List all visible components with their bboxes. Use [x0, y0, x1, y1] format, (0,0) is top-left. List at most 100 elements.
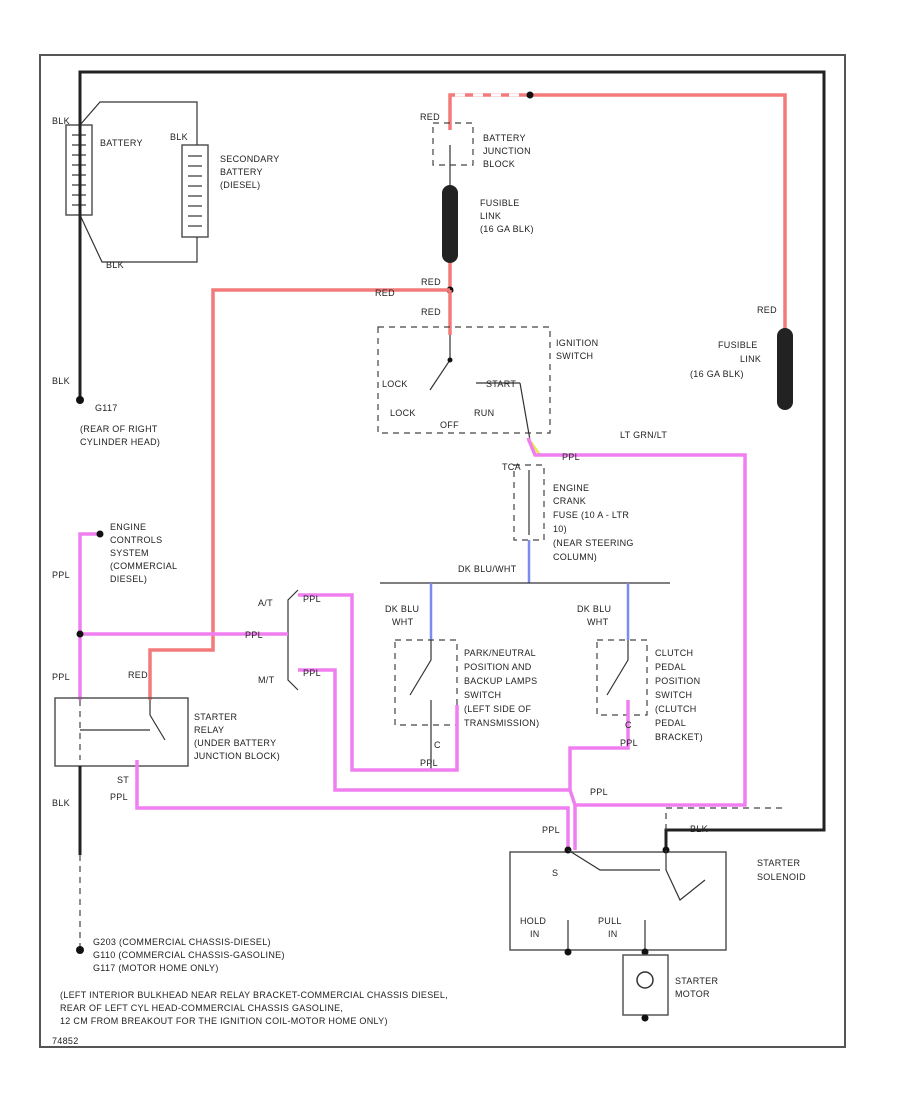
solenoid-internal-wire	[567, 849, 660, 871]
clutch-out-ppl	[568, 700, 630, 806]
starter-motor-box	[622, 954, 669, 1016]
label-fuse-1: ENGINE	[553, 483, 589, 493]
label-g117: G117	[95, 403, 118, 413]
engine-control-node	[96, 530, 104, 538]
label-fuse-5: (NEAR STEERING	[553, 538, 634, 548]
label-hold-in-2: IN	[530, 929, 540, 939]
starter-relay-box	[54, 697, 189, 767]
label-g117-loc-1: (REAR OF RIGHT	[80, 424, 158, 434]
label-engine-control-5: DIESEL)	[110, 574, 147, 584]
label-off: OFF	[440, 420, 459, 430]
label-ignition-switch-1: IGNITION	[556, 338, 598, 348]
label-c-cl: C	[625, 720, 632, 730]
at-ppl-wire	[298, 593, 459, 772]
label-red-sw: RED	[421, 307, 441, 317]
label-secondary-battery-1: SECONDARY	[220, 154, 280, 164]
label-starter-relay-2: RELAY	[194, 725, 224, 735]
label-starter-relay-4: JUNCTION BLOCK)	[194, 751, 280, 761]
label-ground-loc-1: (LEFT INTERIOR BULKHEAD NEAR RELAY BRACK…	[60, 990, 448, 1000]
label-starter-relay-1: STARTER	[194, 712, 237, 722]
starter-solenoid-box	[509, 851, 727, 951]
at-mt-bracket	[287, 589, 299, 691]
label-ppl-mt: PPL	[303, 668, 321, 678]
label-pn-switch-2: POSITION AND	[464, 662, 532, 672]
label-ppl-pn: PPL	[420, 758, 438, 768]
park-neutral-blade	[409, 640, 432, 696]
label-figure-id: 74852	[52, 1036, 79, 1046]
label-fuse-4: 10)	[553, 524, 567, 534]
label-engine-control-3: SYSTEM	[110, 548, 149, 558]
ppl-engine-control-feed	[78, 532, 100, 700]
label-red-wire: RED	[375, 288, 395, 298]
red-feed-wire-top	[448, 93, 787, 330]
label-s-term: S	[552, 868, 558, 878]
label-c-pn: C	[434, 740, 441, 750]
label-mt: M/T	[258, 675, 275, 685]
ignition-switch-blade	[429, 335, 451, 391]
starter-motor-ground-node	[641, 1014, 649, 1022]
label-fuse-2: CRANK	[553, 496, 586, 506]
label-fuse-6: COLUMN)	[553, 552, 597, 562]
ignition-start-contact	[476, 382, 531, 441]
label-ppl-cl: PPL	[620, 738, 638, 748]
label-ground-loc-2: REAR OF LEFT CYL HEAD-COMMERCIAL CHASSIS…	[60, 1003, 343, 1013]
label-ppl-st2: PPL	[590, 787, 608, 797]
label-lock2: LOCK	[390, 408, 416, 418]
red-wire-to-starter-relay	[148, 288, 450, 700]
label-ppl-relay: PPL	[245, 630, 263, 640]
label-lt-grn: LT GRN/LT	[620, 430, 667, 440]
hold-in-ground-node	[564, 948, 572, 956]
label-red-jb: RED	[420, 112, 440, 122]
battery-positive-black-wire	[78, 70, 826, 850]
label-dk-blu-wht-b-2: WHT	[587, 617, 609, 627]
ignition-pivot	[447, 357, 453, 363]
battery-interconnect-negative	[79, 214, 198, 263]
fusible-link-2	[777, 328, 793, 410]
label-blk-batt: BLK	[52, 116, 70, 126]
label-blk-sol: BLK	[690, 824, 708, 834]
starter-relay-contact	[80, 700, 166, 741]
label-fusible-link-2-c: (16 GA BLK)	[690, 369, 744, 379]
label-ground-g110: G110 (COMMERCIAL CHASSIS-GASOLINE)	[93, 950, 285, 960]
label-battery: BATTERY	[100, 138, 143, 148]
label-run: RUN	[474, 408, 494, 418]
label-st: ST	[117, 775, 129, 785]
label-ppl-at: PPL	[303, 594, 321, 604]
label-clutch-4: SWITCH	[655, 690, 692, 700]
fusible-link-1	[442, 185, 458, 263]
label-ppl-ign: PPL	[562, 452, 580, 462]
label-tca: TCA	[502, 462, 521, 472]
diagram-frame	[39, 54, 846, 1048]
label-starter-solenoid-1: STARTER	[757, 858, 800, 868]
clutch-blade	[606, 640, 629, 696]
label-hold-in-1: HOLD	[520, 916, 546, 926]
label-engine-control-1: ENGINE	[110, 522, 146, 532]
label-battery-junction-block-2: JUNCTION	[483, 146, 531, 156]
solenoid-dashed-cover	[665, 807, 785, 830]
label-pull-in-2: IN	[608, 929, 618, 939]
st-ppl-to-solenoid	[135, 760, 570, 850]
relay-ground-node	[76, 946, 84, 954]
label-pn-switch-5: (LEFT SIDE OF	[464, 704, 531, 714]
label-g117-loc-2: CYLINDER HEAD)	[80, 437, 160, 447]
label-dk-blu-wht-a-2: WHT	[392, 617, 414, 627]
label-starter-motor-1: STARTER	[675, 976, 718, 986]
label-clutch-3: POSITION	[655, 676, 700, 686]
label-red-relay: RED	[128, 670, 148, 680]
label-ignition-switch-2: SWITCH	[556, 351, 593, 361]
label-pn-switch-4: SWITCH	[464, 690, 501, 700]
label-fusible-link-2-a: FUSIBLE	[718, 340, 758, 350]
label-dk-blu-wht-a-1: DK BLU	[385, 604, 419, 614]
label-fusible-link-1-c: (16 GA BLK)	[480, 224, 534, 234]
label-dk-blu-wht: DK BLU/WHT	[458, 564, 517, 574]
clutch-switch-box	[596, 639, 648, 716]
label-engine-control-2: CONTROLS	[110, 535, 162, 545]
label-clutch-5: (CLUTCH	[655, 704, 697, 714]
ground-g117-node	[76, 396, 84, 404]
label-fuse-3: FUSE (10 A - LTR	[553, 510, 629, 520]
label-at: A/T	[258, 598, 273, 608]
label-clutch-7: BRACKET)	[655, 732, 703, 742]
label-pn-switch-3: BACKUP LAMPS	[464, 676, 537, 686]
mt-ppl-wire	[298, 668, 570, 792]
